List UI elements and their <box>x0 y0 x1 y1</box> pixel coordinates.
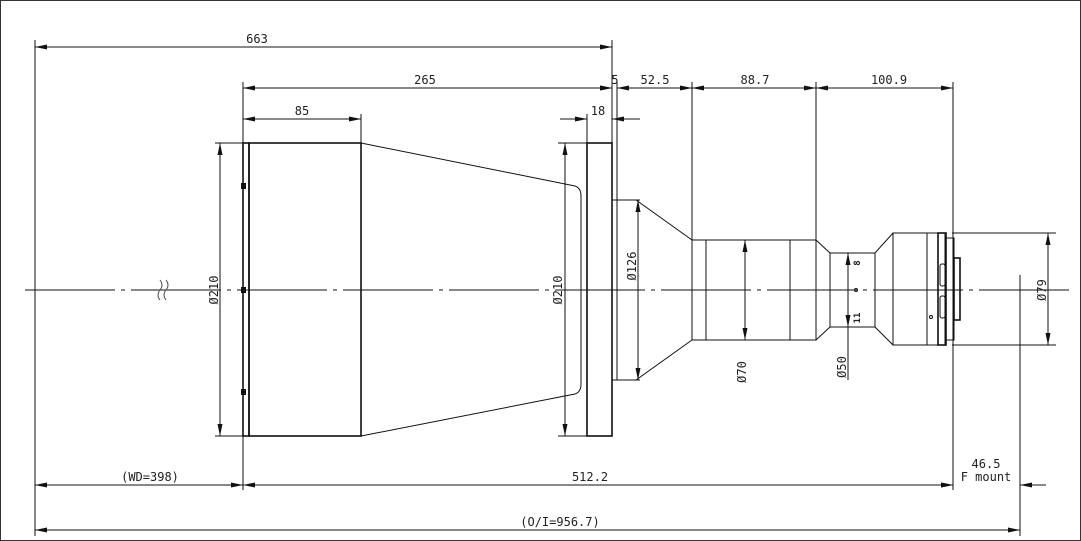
dim-flange-gap: 5 <box>611 73 618 87</box>
dimension-labels: 663 265 85 5 18 52.5 88.7 100.9 Ø210 Ø21… <box>121 32 1049 529</box>
screw-icon <box>241 287 246 293</box>
dim-front-to-flange: 265 <box>414 73 436 87</box>
extension-lines <box>34 40 1056 536</box>
dim-rear: 100.9 <box>871 73 907 87</box>
dim-barrel: 88.7 <box>741 73 770 87</box>
dim-flange-thickness: 18 <box>591 104 605 118</box>
break-symbol-icon <box>157 279 169 301</box>
dia-iris: Ø50 <box>835 356 849 378</box>
dim-overall: 663 <box>246 32 268 46</box>
barrel <box>691 239 817 341</box>
dim-object-to-image: (O/I=956.7) <box>520 515 599 529</box>
flange <box>586 142 613 437</box>
dia-barrel: Ø70 <box>735 361 749 383</box>
dim-lens-length: 512.2 <box>572 470 608 484</box>
dim-cone: 52.5 <box>641 73 670 87</box>
dim-working-distance: (WD=398) <box>121 470 179 484</box>
dia-neck: Ø126 <box>625 252 639 281</box>
front-cone <box>360 142 582 437</box>
mount-type: F mount <box>961 470 1012 484</box>
dia-flange: Ø210 <box>551 276 565 305</box>
rear-cone <box>612 199 693 381</box>
hood <box>248 142 362 437</box>
iris-section <box>815 232 894 346</box>
dia-hood: Ø210 <box>207 276 221 305</box>
iris-mark-min: 11 <box>853 313 863 324</box>
dim-flange-back: 46.5 <box>972 457 1001 471</box>
screw-icon <box>241 389 246 395</box>
dim-hood: 85 <box>295 104 309 118</box>
iris-mark-max: 8 <box>853 260 863 265</box>
screw-icon <box>241 183 246 189</box>
dimension-lines <box>35 44 1051 533</box>
rear-body <box>892 232 946 346</box>
dia-mount: Ø79 <box>1035 279 1049 301</box>
lens-body <box>241 142 961 437</box>
